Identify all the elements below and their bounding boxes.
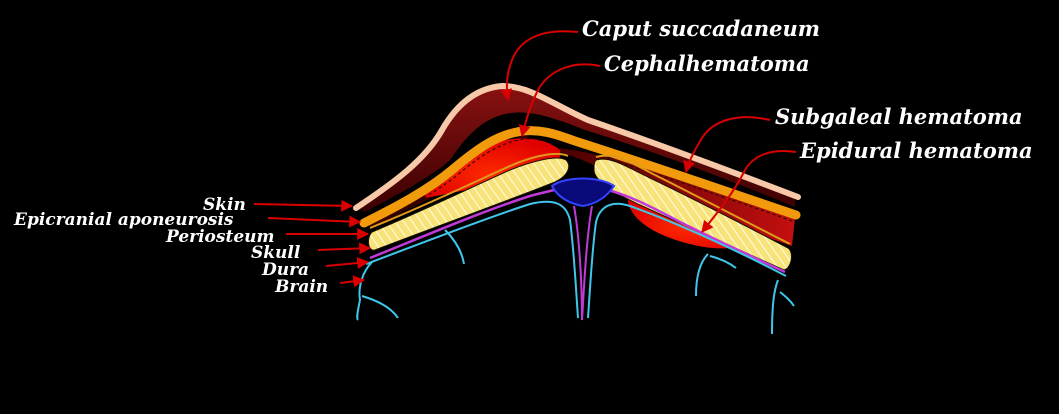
periosteum-left [369,152,569,229]
arrow-cephal [518,63,601,138]
brain-sulcus-2 [356,261,399,321]
dura-left [369,186,563,260]
sagittal-sinus [550,177,616,208]
dura-right [607,188,786,274]
arrow-subgaleal [683,116,771,174]
cephalhematoma-region [425,138,561,198]
arrow-aponeurosis [267,215,362,228]
skull-left-plate [367,157,570,251]
label-dura: Dura [261,260,309,280]
arrow-dura [325,257,370,269]
label-skin: Skin [203,195,246,215]
label-subgaleal-hematoma: Subgaleal hematoma [775,104,1023,129]
arrow-skin [253,199,354,212]
falx [573,205,593,321]
label-epicranial-aponeurosis: Epicranial aponeurosis [13,210,234,230]
brain-sulcus-1 [444,229,465,265]
skull-right-plate [593,158,792,271]
caput-succedaneum-region [358,84,795,212]
label-skull: Skull [251,243,301,263]
label-caput-succedaneum: Caput succadaneum [582,16,820,41]
label-cephalhematoma: Cephalhematoma [604,51,810,76]
label-periosteum: Periosteum [165,227,274,247]
aponeurosis-dashline [365,138,796,231]
label-brain: Brain [274,277,328,297]
arrow-skull [317,242,372,255]
arrow-caput [500,30,579,102]
label-epidural-hematoma: Epidural hematoma [799,138,1033,163]
arrow-epidural [701,150,797,233]
brain-right [587,202,787,319]
brain-sulcus-3 [695,253,737,297]
subgaleal-left-band [365,136,560,228]
arrow-brain [339,275,366,288]
brain-left [365,200,579,319]
skin-layer [353,82,801,211]
periosteum-right [595,154,791,245]
brain-sulcus-4 [771,279,795,335]
